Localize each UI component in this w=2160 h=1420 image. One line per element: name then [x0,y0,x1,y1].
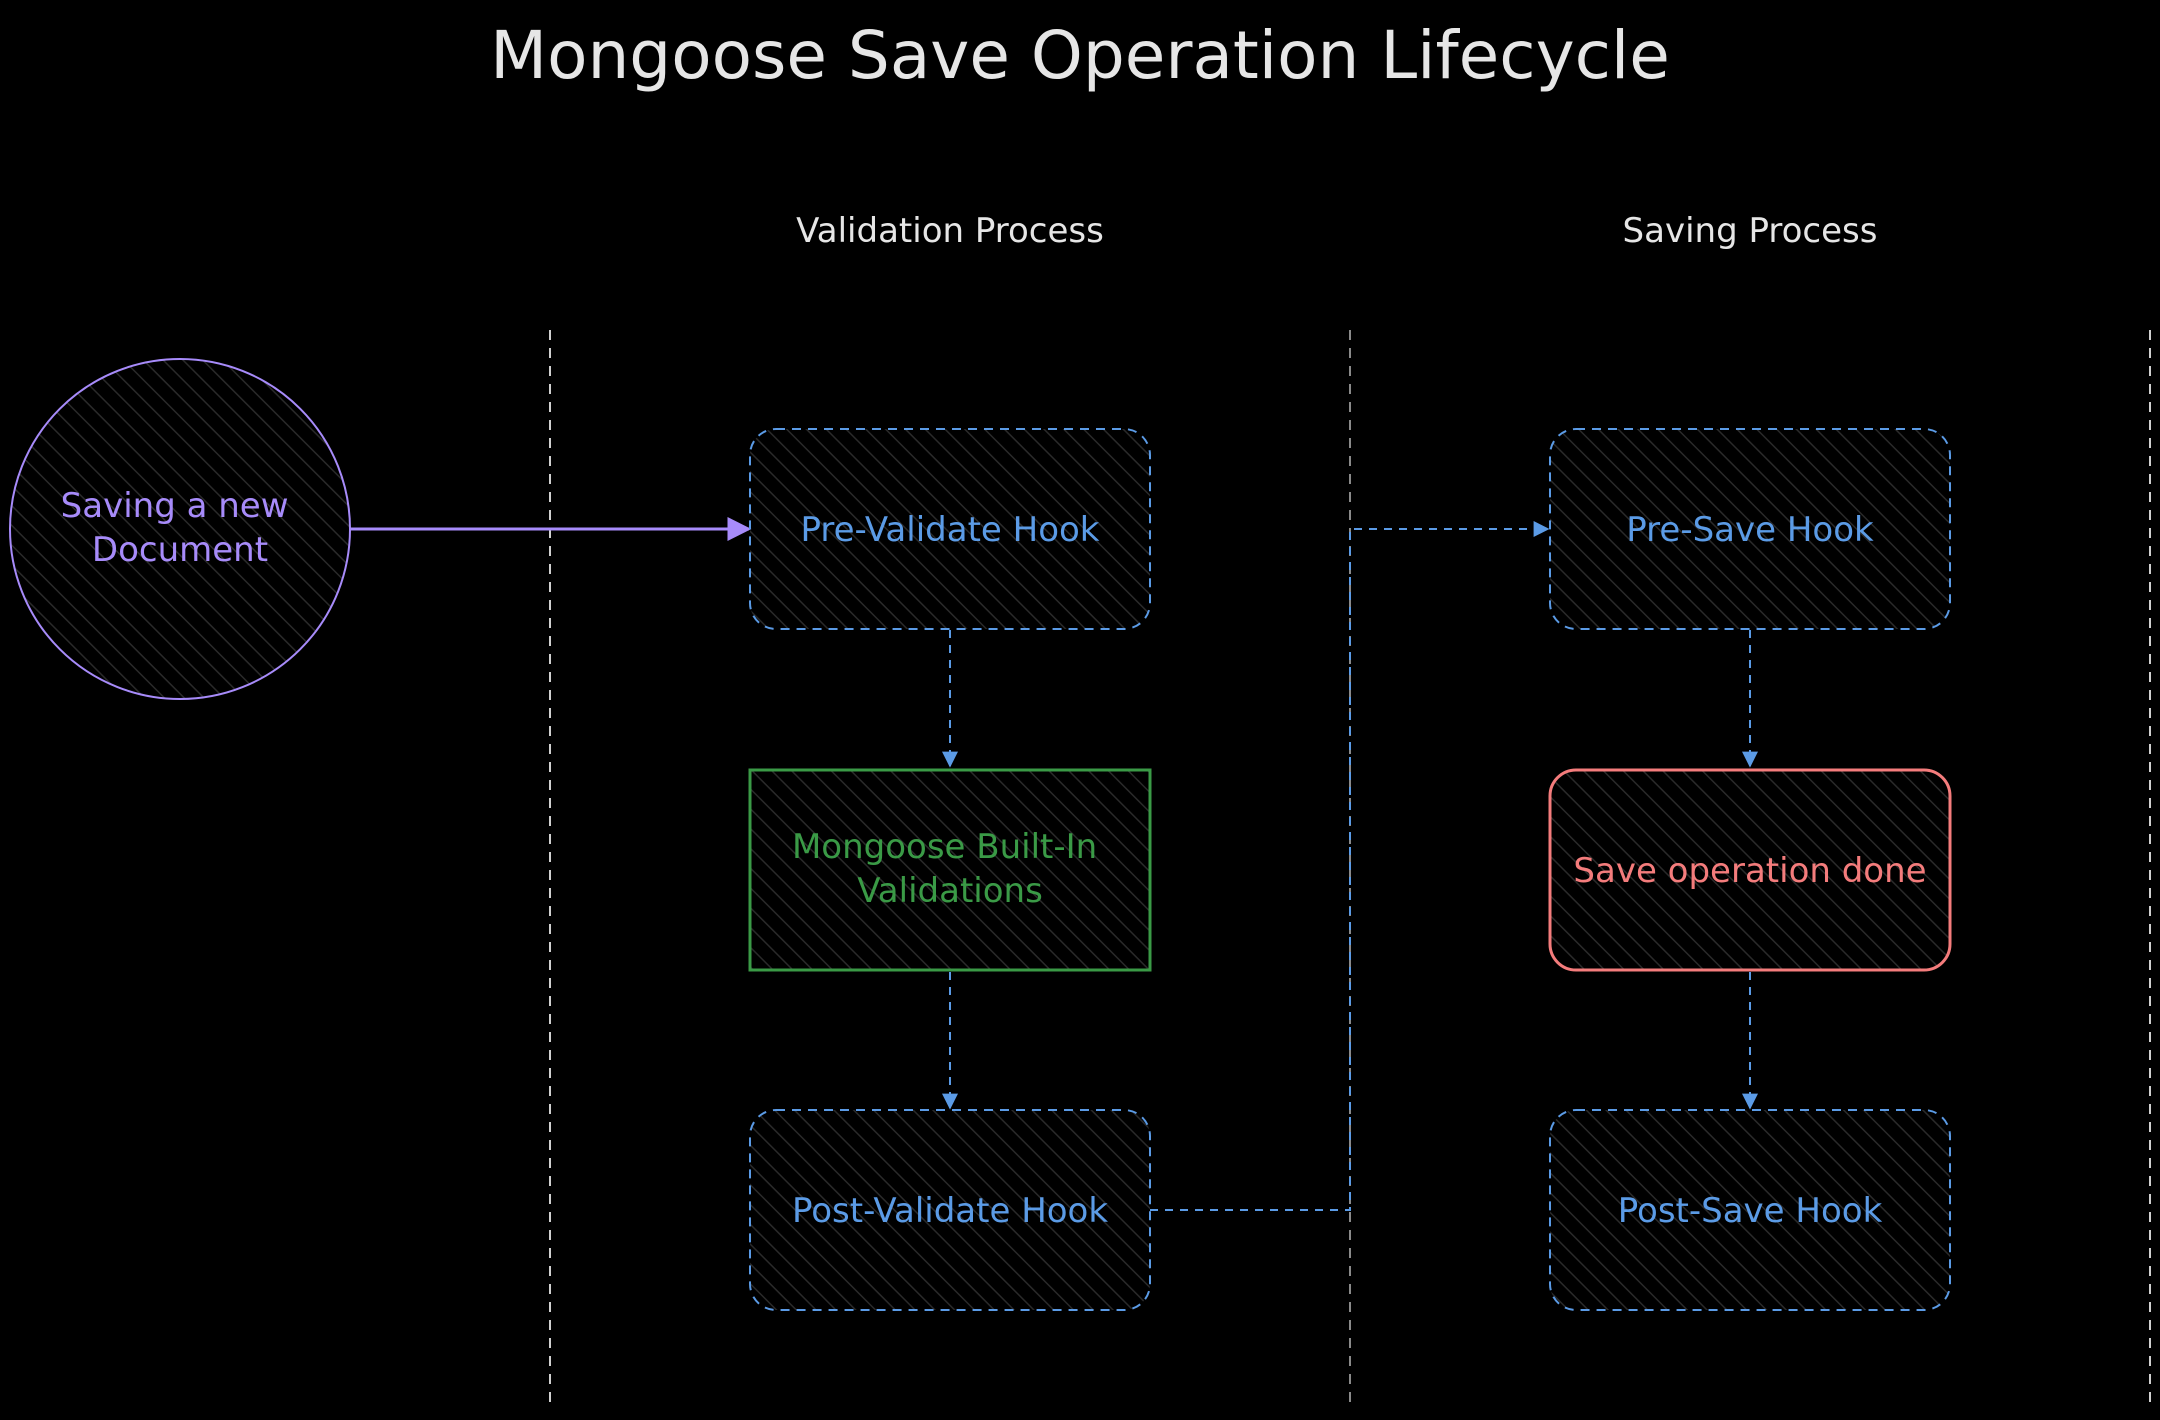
svg-text:Mongoose Built-In Valida: Mongoose Built-In Validations [792,827,1108,911]
start-node: Saving a new Document [9,358,351,700]
post-validate-hook-label: Post-Validate Hook [792,1191,1108,1231]
start-node-label-line1: Saving a new [61,486,289,526]
start-node-label-line2: Document [92,530,268,570]
post-save-hook-node: Post-Save Hook [1549,1109,1951,1311]
diagram-title: Mongoose Save Operation Lifecycle [490,17,1670,94]
post-validate-hook-node: Post-Validate Hook [749,1109,1151,1311]
pre-validate-hook-node: Pre-Validate Hook [749,428,1151,630]
builtin-validations-node: Mongoose Built-In Validations [748,768,1152,972]
pre-save-hook-label: Pre-Save Hook [1626,510,1874,550]
lane-title-saving: Saving Process [1623,211,1878,251]
post-save-hook-label: Post-Save Hook [1618,1191,1883,1231]
save-operation-done-node: Save operation done [1548,768,1952,972]
pre-save-hook-node: Pre-Save Hook [1549,428,1951,630]
builtin-validations-label-line1: Mongoose Built-In [792,827,1097,867]
svg-text:Saving a new Document: Saving a new Document [61,486,300,570]
lane-title-validation: Validation Process [796,211,1104,251]
connector-postvalidate-to-presave [1150,521,1550,1211]
save-operation-done-label: Save operation done [1573,851,1926,891]
builtin-validations-label-line2: Validations [857,871,1043,911]
pre-validate-hook-label: Pre-Validate Hook [800,510,1099,550]
